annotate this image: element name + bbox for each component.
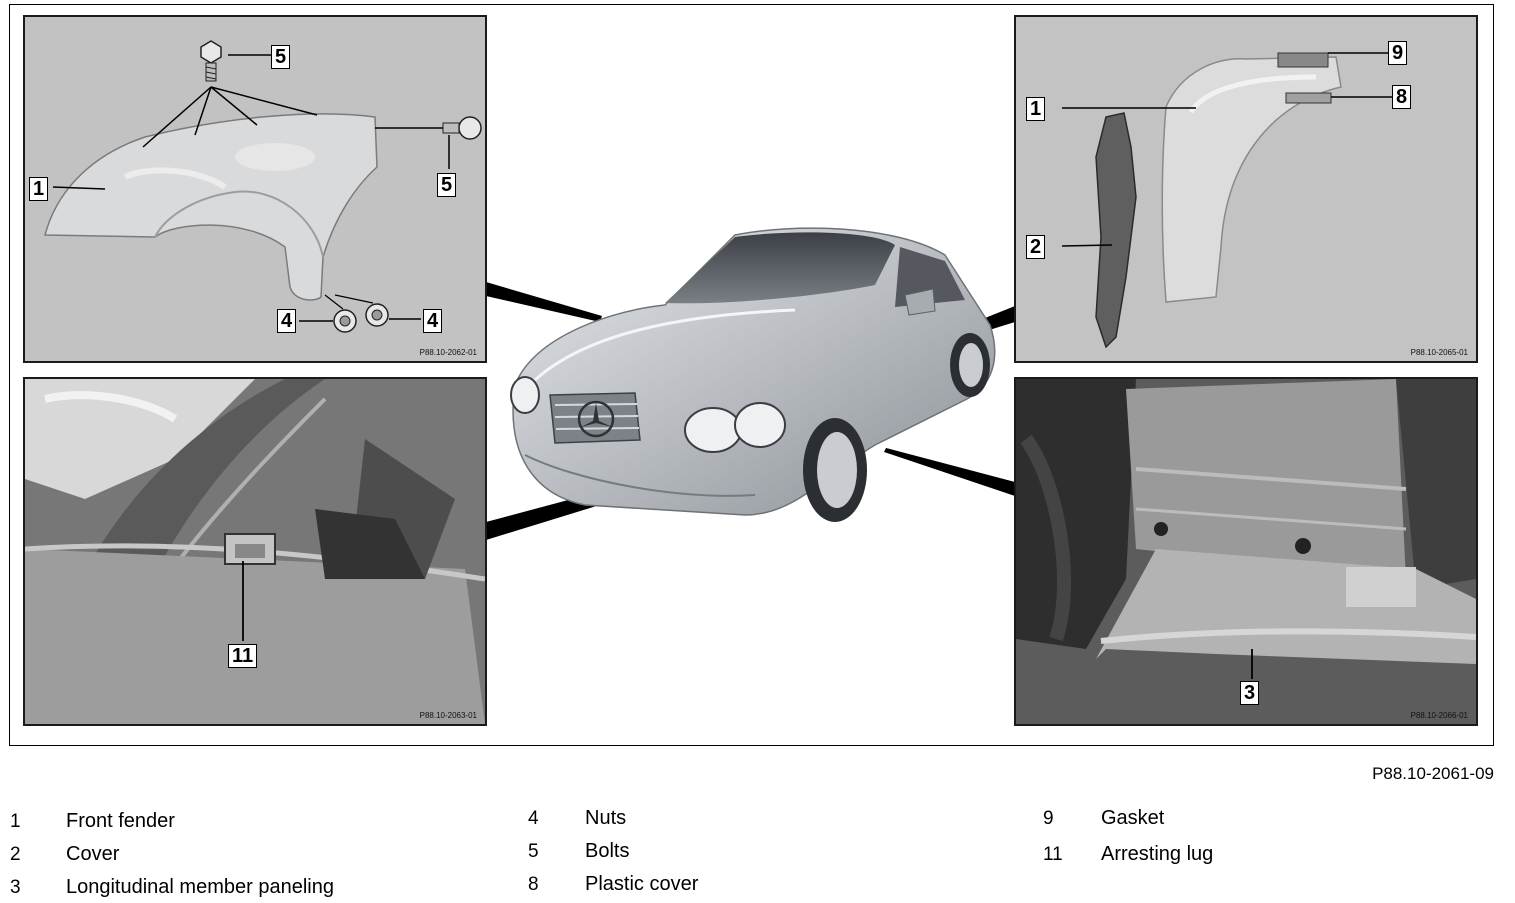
legend-label: Longitudinal member paneling	[66, 876, 334, 898]
panel-reference: P88.10-2066-01	[1410, 711, 1468, 720]
figure-reference: P88.10-2061-09	[1372, 764, 1494, 783]
panel-longitudinal-member: 3 P88.10-2066-01	[1014, 377, 1478, 726]
bolt-icon	[200, 40, 222, 82]
callout-2: 2	[1026, 235, 1046, 259]
callout-5-top: 5	[271, 45, 291, 69]
arresting-lug-photo	[25, 379, 485, 724]
legend-number: 9	[1043, 808, 1054, 829]
connector-bottom-right	[884, 448, 1015, 496]
car-illustration	[510, 227, 996, 522]
panel-reference: P88.10-2063-01	[419, 711, 477, 720]
nut-icon	[365, 303, 389, 327]
legend-label: Cover	[66, 843, 120, 865]
callout-3: 3	[1240, 681, 1260, 705]
legend-label: Gasket	[1101, 807, 1165, 829]
panel-arresting-lug: 11 P88.10-2063-01	[23, 377, 487, 726]
callout-11: 11	[228, 644, 258, 668]
legend-number: 5	[528, 841, 539, 862]
callout-5-right: 5	[437, 173, 457, 197]
bolt-icon	[442, 116, 482, 140]
nut-icon	[333, 309, 357, 333]
panel-fender: 5 5 1 4 4 P88.10-2062-01	[23, 15, 487, 363]
legend-number: 2	[10, 844, 21, 865]
callout-4-right: 4	[423, 309, 443, 333]
callout-4-left: 4	[277, 309, 297, 333]
callout-9: 9	[1388, 41, 1408, 65]
longitudinal-member-photo	[1016, 379, 1476, 724]
legend-label: Front fender	[66, 810, 175, 832]
panel-reference: P88.10-2065-01	[1410, 348, 1468, 357]
legend-number: 8	[528, 874, 539, 895]
connector-top-left	[486, 282, 602, 322]
legend-label: Nuts	[585, 807, 627, 829]
callout-1: 1	[29, 177, 49, 201]
legend-number: 11	[1043, 844, 1063, 865]
callout-8: 8	[1392, 85, 1412, 109]
cover-illustration	[1061, 52, 1392, 349]
panel-cover: 9 8 1 2 P88.10-2065-01	[1014, 15, 1478, 363]
legend-number: 4	[528, 808, 539, 829]
legend-label: Bolts	[585, 840, 630, 862]
fender-illustration	[44, 40, 482, 333]
legend-number: 1	[10, 811, 21, 832]
legend-number: 3	[10, 877, 21, 898]
panel-reference: P88.10-2062-01	[419, 348, 477, 357]
legend-label: Plastic cover	[585, 873, 699, 895]
legend-label: Arresting lug	[1101, 843, 1214, 865]
callout-1: 1	[1026, 97, 1046, 121]
